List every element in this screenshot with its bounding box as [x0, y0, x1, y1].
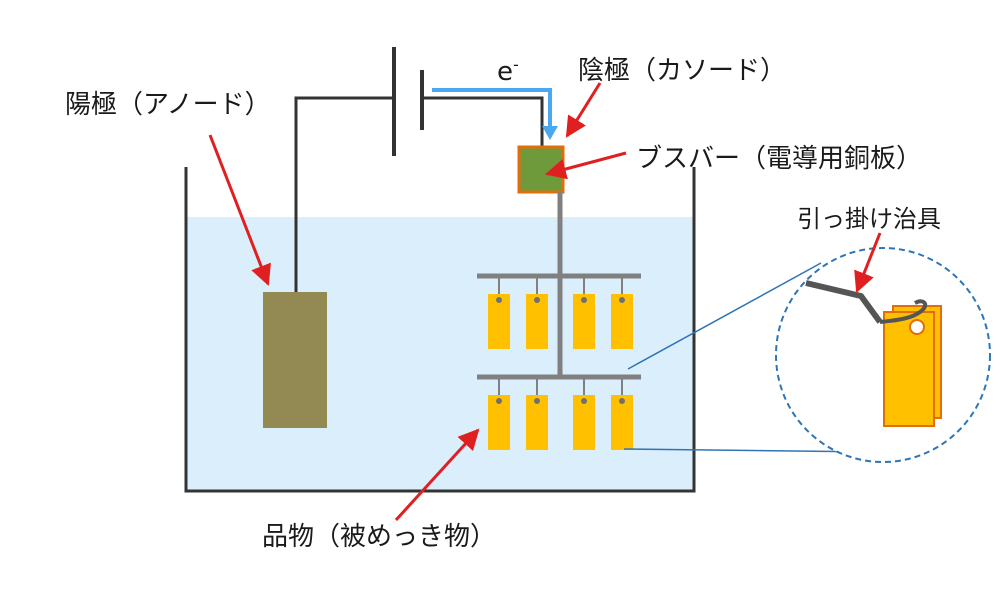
workpiece: [573, 395, 595, 450]
busbar: [517, 145, 565, 194]
jig-label: 引っ掛け治具: [797, 205, 941, 233]
workpiece-hole: [496, 297, 502, 303]
zoom-detail: [623, 247, 991, 463]
cathode-label: 陰極（カソード）: [578, 56, 786, 86]
workpiece-hole: [619, 398, 625, 404]
anode-wire: [294, 96, 394, 292]
workpiece-hole: [496, 398, 502, 404]
workpiece-hole: [534, 297, 540, 303]
workpiece-pointer-arrow: [394, 428, 480, 522]
cathode-pointer-arrow: [565, 82, 602, 138]
busbar-pointer-arrow: [544, 151, 627, 180]
pointer-arrows: [208, 82, 882, 522]
workpiece: [488, 395, 510, 450]
plating-rack: [477, 192, 641, 380]
workpiece: [526, 395, 548, 450]
electron-label: e-: [497, 55, 519, 87]
electron-flow-arrow: [432, 88, 558, 140]
jig-hook: [879, 299, 928, 324]
workpiece-hole: [581, 398, 587, 404]
workpiece: [611, 294, 633, 349]
workpiece: [611, 395, 633, 450]
workpiece-hole: [619, 297, 625, 303]
plating-tank: [184, 167, 696, 493]
workpiece: [573, 294, 595, 349]
hanging-jig-rod: [805, 280, 883, 324]
anode-label: 陽極（アノード）: [65, 90, 271, 120]
workpiece-hole: [534, 398, 540, 404]
busbar-label: ブスバー（電導用銅板）: [636, 144, 922, 174]
power-source-battery: [392, 47, 424, 156]
workpiece: [526, 294, 548, 349]
anode-plate: [263, 292, 327, 428]
workpiece-group: [488, 276, 633, 450]
zoomed-workpiece: [883, 311, 935, 427]
workpiece-hole: [581, 297, 587, 303]
workpiece-hole: [909, 319, 925, 335]
workpiece-label: 品物（被めっき物）: [262, 522, 496, 552]
anode-pointer-arrow: [208, 134, 271, 286]
workpiece: [488, 294, 510, 349]
jig-pointer-arrow: [854, 232, 882, 293]
cathode-wire: [422, 96, 544, 147]
